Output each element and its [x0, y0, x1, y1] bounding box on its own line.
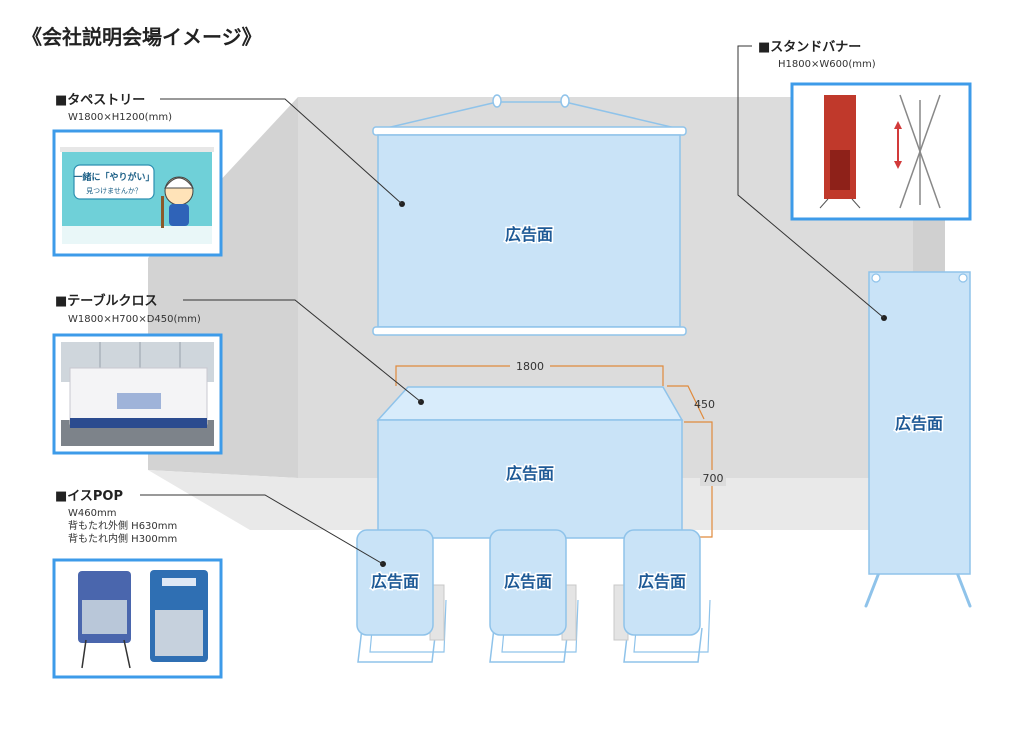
chair-3: 広告面 [613, 529, 711, 663]
banner-grommet-left [871, 273, 881, 283]
tapestry-string-right [564, 101, 685, 131]
tapestry: 広告面 [372, 94, 687, 336]
photo-tablecloth [52, 333, 223, 455]
dim-width-bg [510, 358, 550, 374]
chair-1-back [356, 529, 434, 636]
tablecloth-leader [183, 299, 422, 403]
chair-1-legs [357, 627, 437, 663]
photo-tapestry-text-2: 見つけませんか？ [86, 187, 142, 195]
chair-pop-spec-3: 背もたれ内側 H300mm [68, 532, 177, 545]
banner-grommet-right [958, 273, 968, 283]
photo-tapestry-mascot-helmet [164, 177, 194, 189]
chair-pop-spec-2: 背もたれ外側 H630mm [68, 519, 177, 532]
banner-leader [737, 45, 885, 319]
chair-leader [140, 494, 384, 565]
tapestry-leader [160, 98, 403, 205]
banner-ad-label: 広告面 [895, 414, 943, 433]
table-ad-label: 広告面 [506, 464, 554, 483]
stand-banner-spec: H1800×W600(mm) [778, 59, 876, 70]
tapestry-label: ■タペストリー [55, 93, 145, 108]
photo-tapestry-city [62, 226, 212, 244]
tapestry-ad-label: 広告面 [505, 225, 553, 244]
chair-2-back [489, 529, 567, 636]
chair-2-rear-legs [501, 599, 579, 653]
stand-banner-label: ■スタンドバナー [758, 40, 861, 55]
photo-banner-red-leg-b [851, 198, 861, 209]
chair-1-ad-label: 広告面 [371, 572, 419, 591]
photo-chair-pop [52, 558, 223, 679]
chair-2-legs [489, 627, 569, 663]
dim-depth-label: 450 [694, 398, 715, 411]
dim-height-label: 700 [703, 472, 724, 485]
tablecloth-spec: W1800×H700×D450(mm) [68, 314, 201, 325]
photo-banner-red-leg-a [819, 198, 829, 209]
chair-3-back [623, 529, 701, 636]
photo-chair-2-building [155, 610, 203, 656]
chair-3-legs [623, 627, 703, 663]
dim-width-label: 1800 [516, 360, 544, 373]
banner-leg-left [864, 568, 882, 608]
chair-1-rear-legs [369, 599, 447, 653]
dimensions: 1800 450 700 [395, 358, 726, 538]
page-title: 《会社説明会場イメージ》 [22, 25, 262, 49]
photo-banner-arrow-up [894, 121, 902, 129]
photo-tapestry-bubble [73, 164, 155, 200]
photo-tablecloth-logo [117, 393, 161, 409]
chair-1: 広告面 [356, 529, 447, 663]
chair-pop-spec-1: W460mm [68, 508, 116, 519]
chair-2: 広告面 [489, 529, 579, 663]
tablecloth-label: ■テーブルクロス [55, 293, 158, 309]
table: 広告面 [376, 386, 684, 539]
chair-2-ad-label: 広告面 [504, 572, 552, 591]
photo-chair-1-leg-b [123, 639, 131, 669]
dim-height-bg [700, 470, 726, 486]
table-front [377, 419, 683, 539]
photo-tapestry-mascot-sign [161, 196, 164, 228]
chair-3-ad-label: 広告面 [638, 572, 686, 591]
photo-banner-frame [790, 82, 972, 221]
tapestry-bottom-bar [372, 326, 687, 336]
photo-chair-1-building [82, 600, 127, 634]
tapestry-panel [377, 134, 681, 328]
photo-tapestry-mascot-body [169, 204, 189, 226]
photo-chair-1-leg-a [81, 639, 87, 669]
label-stand-banner: ■スタンドバナー H1800×W600(mm) [758, 40, 876, 70]
photo-tapestry-text-1: 一緒に「やりがい」 [73, 171, 154, 183]
stand-banner: 広告面 [864, 271, 972, 608]
tapestry-string-left [377, 101, 498, 131]
leader-lines [140, 45, 885, 565]
photo-banner-red-dark [830, 150, 850, 190]
table-top [376, 386, 684, 421]
photo-tapestry: 一緒に「やりがい」 見つけませんか？ [52, 129, 223, 257]
photo-banner-arrow-down [894, 161, 902, 169]
chair-pop-label: ■イスPOP [55, 489, 123, 504]
photo-tablecloth-band [70, 418, 207, 428]
dim-depth-bracket [667, 385, 705, 420]
photo-tapestry-top-rod [60, 147, 214, 152]
photo-chair-2-title [162, 578, 196, 586]
tapestry-spec: W1800×H1200(mm) [68, 112, 172, 123]
label-tablecloth: ■テーブルクロス W1800×H700×D450(mm) [55, 293, 201, 325]
tapestry-top-bar [372, 126, 687, 136]
photo-stand-banner [790, 82, 972, 221]
tapestry-hook-left [492, 94, 502, 108]
tapestry-hook-right [560, 94, 570, 108]
chair-3-rear-legs [633, 599, 711, 653]
banner-leg-right [954, 568, 972, 608]
label-tapestry: ■タペストリー W1800×H1200(mm) [55, 93, 172, 123]
label-chair-pop: ■イスPOP W460mm 背もたれ外側 H630mm 背もたれ内側 H300m… [55, 489, 177, 545]
banner-panel [868, 271, 971, 575]
